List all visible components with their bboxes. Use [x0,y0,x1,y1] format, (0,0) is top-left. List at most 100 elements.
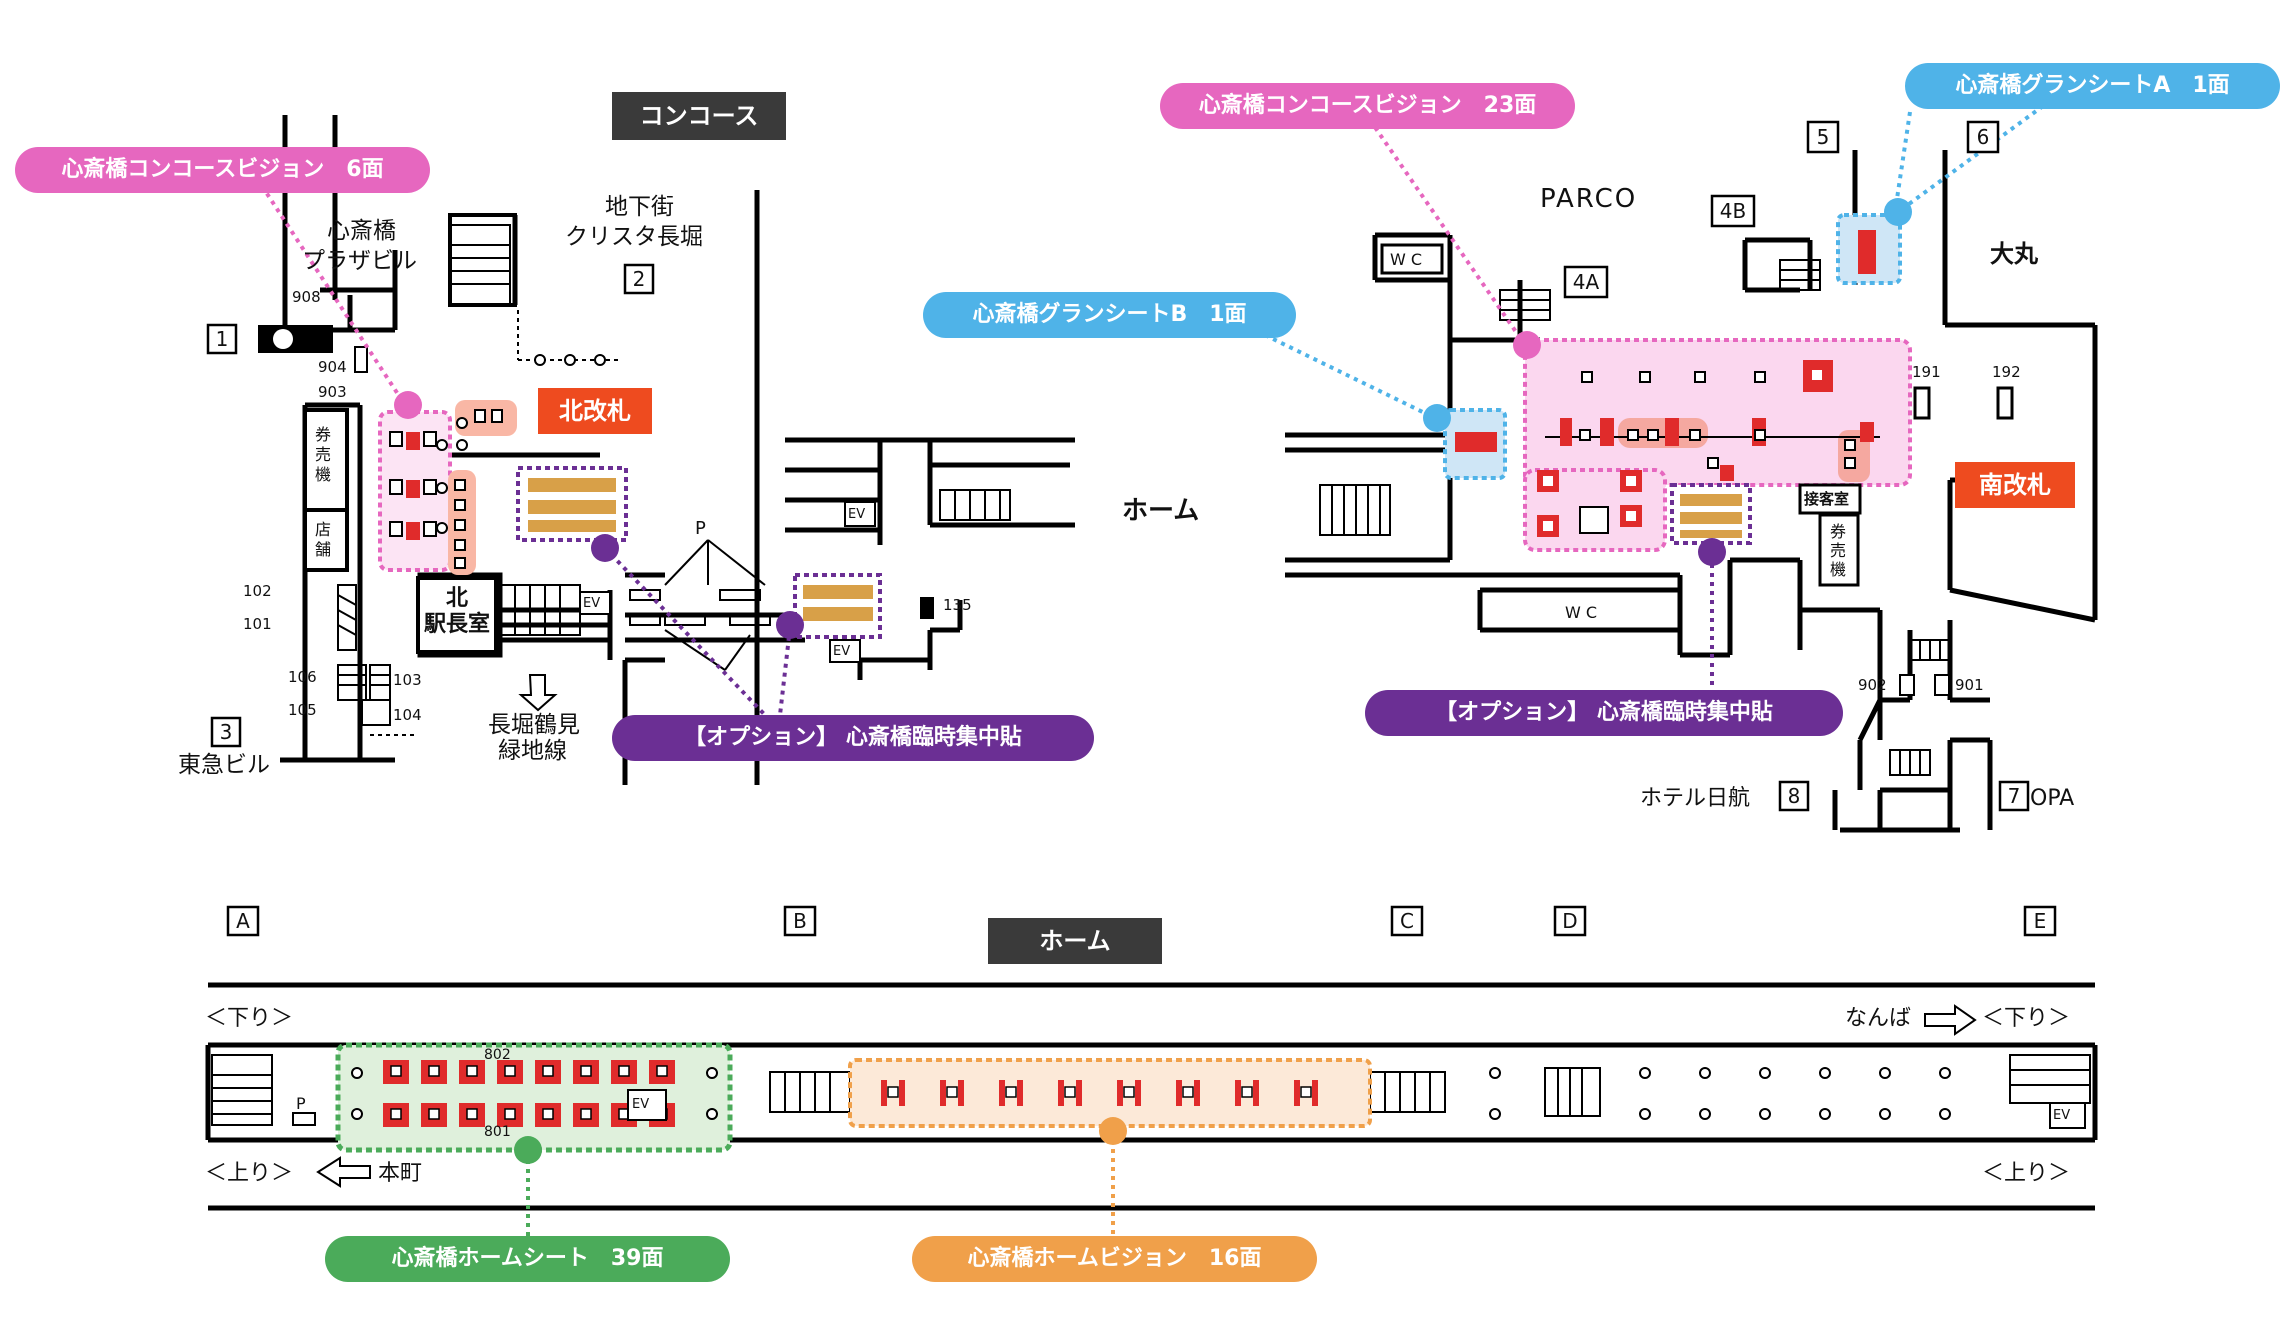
home-vision-ad-right [1017,1080,1023,1106]
column-marker [542,1065,554,1077]
exit-4a: 4A [1572,270,1600,294]
home-vision-ad-right [958,1080,964,1106]
pill-concourse-vision-6 [15,147,430,193]
exit-5: 5 [1816,125,1830,149]
item-192 [1996,386,2014,420]
num-192: 192 [1992,363,2021,381]
home-vision-ad-right [1312,1080,1318,1106]
home-vision-ad-right [899,1080,905,1106]
p-label: P [695,518,706,539]
exit-boxes [206,120,2057,937]
blue-pin-a [1884,198,1912,226]
concourse-vision-6-ads [389,431,437,540]
num-104: 104 [393,706,422,724]
ev-label-3: EV [833,644,851,659]
column-marker [542,1108,554,1120]
wc-label-2: W C [1565,603,1598,622]
callout-home-vision: 心斎橋ホームビジョン 16面 [967,1246,1262,1271]
platform-ev-box [627,1089,667,1121]
column-marker [1064,1086,1076,1098]
ev-box-1 [579,591,611,615]
ticket-machine-box [303,408,349,512]
num-802: 802 [484,1047,511,1063]
callout-option-left: 【オプション】 心斎橋臨時集中貼 [684,725,1022,750]
column-marker [504,1108,516,1120]
stairs-left [337,224,1011,726]
exit-4b: 4B [1719,199,1747,223]
crysta-2: クリスタ長堀 [565,224,703,250]
home-vision-ad-left [881,1080,887,1106]
up-left: ＜上り＞ [205,1161,294,1186]
callout-line-blue-a [1893,111,1912,213]
exit-1: 1 [215,327,229,351]
callout-line-pink-right [1368,118,1527,347]
plaza-bldg-2: プラザビル [302,248,417,274]
reception-label: 接客室 [1804,490,1850,508]
tokyu-bldg: 東急ビル [178,752,270,778]
hotel-label: ホテル日航 [1640,786,1751,811]
column-marker [1123,1086,1135,1098]
option-zone-left-2 [793,573,882,639]
num-191: 191 [1912,363,1941,381]
callout-line-blue-a2 [1896,88,2067,214]
purple-pin-r [1698,538,1726,566]
pill-concourse-vision-23 [1160,83,1575,129]
platform-header-box [988,918,1162,964]
column-marker [390,1065,402,1077]
platform-p-label: P [296,1094,306,1113]
num-101: 101 [243,615,272,633]
orange-pin [1099,1117,1127,1145]
north-gate-label: 北改札 [559,397,631,425]
down-arrow-icon [518,674,558,712]
column-marker [656,1065,668,1077]
namba-arrow-icon [1924,1004,1977,1036]
wc-label-1: W C [1390,250,1423,269]
exit-7: 7 [2007,784,2021,808]
num-903: 903 [318,383,347,401]
ev-label-2: EV [848,507,866,522]
grand-sheet-a-ad [1858,230,1876,274]
blue-pin-b [1423,404,1451,432]
home-vision-ad-left [1235,1080,1241,1106]
num-908: 908 [292,288,321,306]
daimaru-label: 大丸 [1990,240,2038,268]
callout-option-right: 【オプション】 心斎橋臨時集中貼 [1435,700,1773,725]
grand-sheet-b-ad [1455,432,1497,452]
exit-6: 6 [1976,125,1990,149]
pink-pin-left [394,391,422,419]
num-902: 902 [1858,676,1887,694]
column-marker [580,1108,592,1120]
platform-header: ホーム [1039,927,1111,955]
callout-concourse-vision-23: 心斎橋コンコースビジョン 23面 [1198,93,1537,118]
ev-box-2 [844,501,876,527]
platform-label: ホーム [1122,496,1200,526]
reception-box [1798,483,1862,515]
pill-grand-sheet-b [923,292,1296,338]
home-vision-ad-left [1176,1080,1182,1106]
num-904: 904 [318,358,347,376]
south-gate-box [1955,462,2075,508]
callout-line-purple-l2 [778,627,792,716]
opa-label: OPA [2030,786,2075,811]
crysta-1: 地下街 [605,194,674,220]
callout-home-sheet: 心斎橋ホームシート 39面 [391,1246,664,1271]
car-a: A [236,909,250,933]
nagahori-1: 長堀鶴見 [488,712,580,738]
callout-grand-sheet-a: 心斎橋グランシートA 1面 [1955,73,2230,98]
ticket-machine-s-label: 券売機 [1830,522,1847,579]
pill-home-vision [912,1236,1317,1282]
column-marker [618,1065,630,1077]
namba-label: なんば [1845,1006,1912,1031]
pill-option-right [1365,690,1843,736]
shop-box [303,508,349,572]
concourse-header: コンコース [639,102,759,130]
ticket-machine-label: 券売機 [315,425,332,484]
column-marker [466,1065,478,1077]
ev-box-3 [829,639,861,663]
north-gate-box [538,388,652,434]
item-901 [1934,674,1950,696]
honmachi-label: 本町 [378,1161,423,1186]
column-marker [428,1065,440,1077]
column-marker [1300,1086,1312,1098]
concourse-vision-23-ads [1537,360,1874,537]
